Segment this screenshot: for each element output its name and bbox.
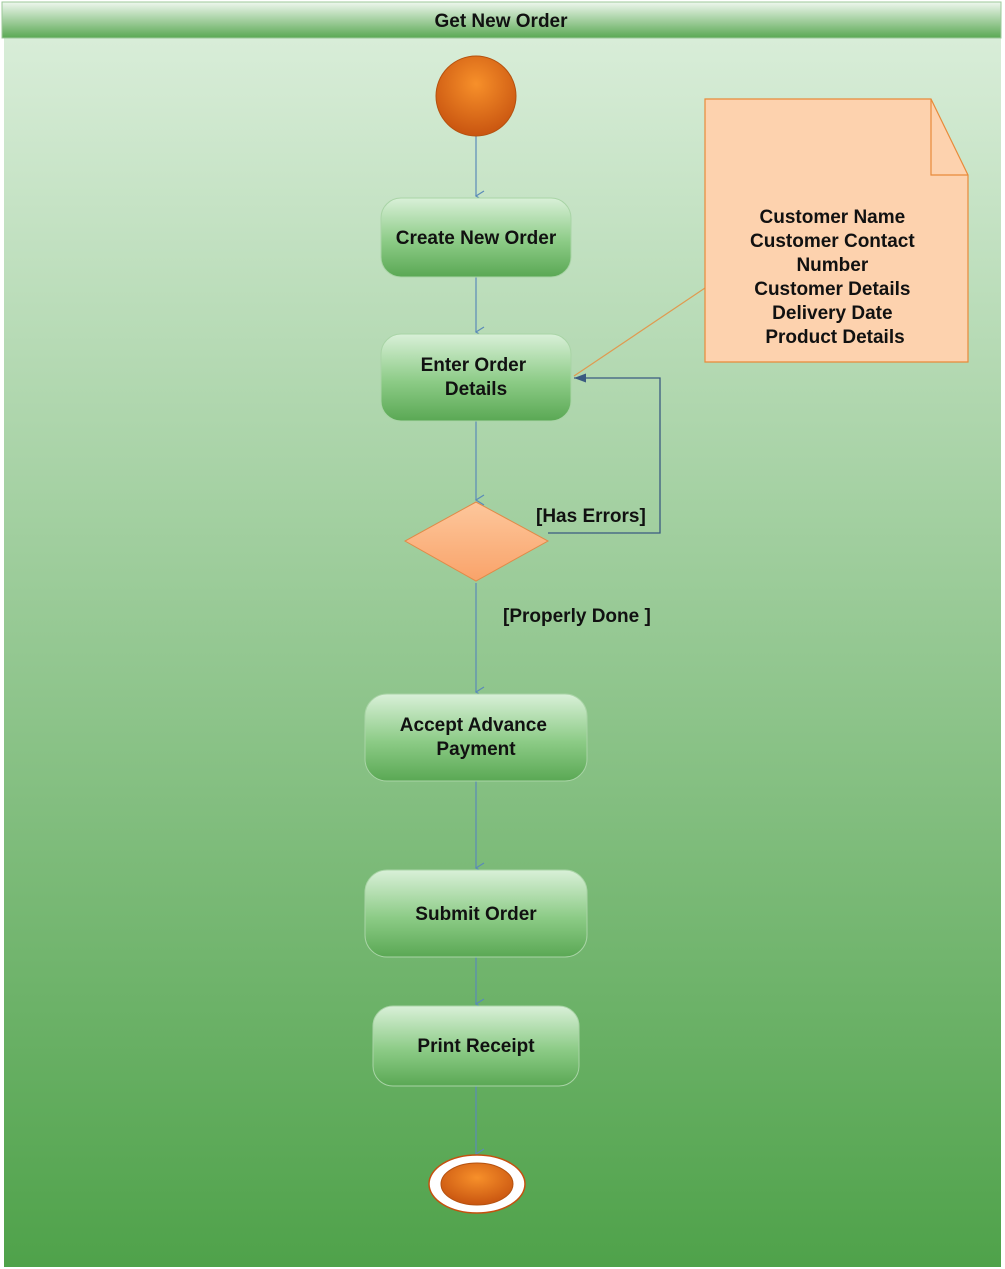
guard-properly-done: [Properly Done ] xyxy=(503,606,651,627)
activity-create-new-order: Create New Order xyxy=(380,197,572,278)
activity-box xyxy=(380,333,572,422)
note-line: Customer Name xyxy=(760,207,906,228)
activity-label-line: Enter Order xyxy=(421,355,527,376)
activity-label-line: Payment xyxy=(436,739,516,760)
activity-label: Accept Advance Payment xyxy=(400,715,552,760)
activity-box xyxy=(364,693,588,782)
final-node xyxy=(428,1154,526,1214)
activity-box xyxy=(372,1005,580,1087)
initial-node xyxy=(435,55,517,137)
activity-box xyxy=(364,869,588,958)
note-fold xyxy=(930,99,968,176)
header-bar xyxy=(1,1,1002,39)
note-shape xyxy=(704,98,969,363)
activity-submit-order: Submit Order xyxy=(364,869,588,958)
activity-label-line: Create New Order xyxy=(396,228,557,249)
activity-label-line: Accept Advance xyxy=(400,715,547,736)
note-connector xyxy=(573,287,706,377)
note-line: Customer Contact xyxy=(750,231,915,252)
activity-enter-order-details: Enter Order Details xyxy=(380,333,572,422)
activity-label: Create New Order xyxy=(396,228,557,249)
note-line: Product Details xyxy=(765,327,904,348)
note-line: Number xyxy=(796,255,868,276)
activity-label-line: Print Receipt xyxy=(417,1036,535,1057)
activity-label: Enter Order Details xyxy=(421,355,532,400)
flow-has-errors-loop xyxy=(548,377,661,534)
note-text: Customer Name Customer Contact Number Cu… xyxy=(750,207,920,348)
activity-label: Submit Order xyxy=(415,904,537,925)
activity-accept-advance-payment: Accept Advance Payment xyxy=(364,693,588,782)
decision-node xyxy=(403,501,550,582)
loop-arrowhead xyxy=(574,373,586,383)
activity-box xyxy=(380,197,572,278)
activity-label-line: Details xyxy=(445,379,507,400)
activity-label-line: Submit Order xyxy=(415,904,537,925)
diagram-title: Get New Order xyxy=(434,11,568,32)
activity-print-receipt: Print Receipt xyxy=(372,1005,580,1087)
note-order-details: Customer Name Customer Contact Number Cu… xyxy=(704,98,969,363)
activity-label: Print Receipt xyxy=(417,1036,535,1057)
guard-has-errors: [Has Errors] xyxy=(536,506,646,527)
note-line: Delivery Date xyxy=(772,303,892,324)
final-node-core xyxy=(440,1162,514,1206)
note-line: Customer Details xyxy=(754,279,910,300)
